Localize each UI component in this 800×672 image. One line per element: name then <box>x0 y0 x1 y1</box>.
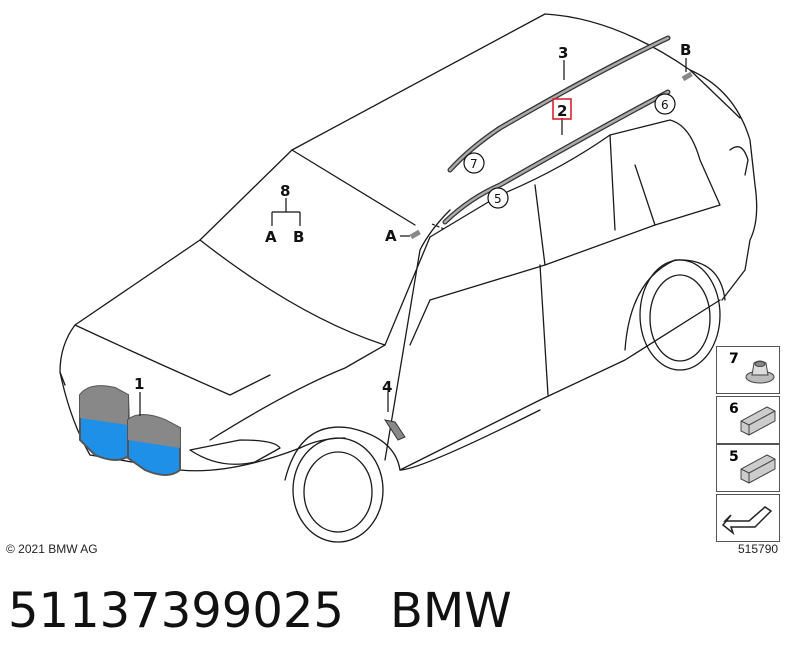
rail-end-cap-b <box>681 71 693 82</box>
front-wheel-arch <box>284 426 401 481</box>
callout-a-windshield: A <box>385 227 397 245</box>
circle-7-label: 7 <box>470 157 478 171</box>
legend-panel-6: 6 <box>716 396 780 444</box>
roof-rail-left <box>447 35 671 173</box>
side-body-outline <box>399 299 721 471</box>
rear-wheel <box>639 259 721 371</box>
circle-6 <box>654 93 676 115</box>
circle-5-label: 5 <box>494 192 502 206</box>
clip-nut-icon <box>745 360 775 384</box>
car-rear-outline <box>689 69 758 301</box>
circle-5 <box>487 187 509 209</box>
bracket-icon <box>740 454 776 484</box>
part-number: 51137399025 <box>8 583 344 639</box>
circle-6-label: 6 <box>661 98 669 112</box>
callout-3: 3 <box>558 44 568 62</box>
arrow-icon <box>721 506 773 536</box>
callout-1: 1 <box>134 375 144 393</box>
legend-number: 5 <box>729 449 739 465</box>
windshield-outline <box>199 149 431 346</box>
hood-outline <box>59 239 201 386</box>
car-roof-outline <box>291 13 741 151</box>
highlight-box-2 <box>552 98 572 120</box>
callout-8-b: B <box>293 228 304 246</box>
kidney-grille <box>79 385 181 476</box>
bracket-icon <box>740 406 776 436</box>
copyright-notice: © 2021 BMW AG <box>6 542 98 556</box>
callout-8: 8 <box>280 182 290 200</box>
parts-diagram: 1 3 2 4 8 A B A B 7 5 6 <box>59 13 758 543</box>
roof-rail-right <box>442 89 671 225</box>
side-trim-part-4 <box>383 419 406 441</box>
caption: 51137399025 BMW <box>8 583 512 639</box>
legend-number: 7 <box>729 351 739 367</box>
legend-panel-7: 7 <box>716 346 780 394</box>
rail-end-cap-a <box>409 229 421 240</box>
callout-2: 2 <box>557 102 567 120</box>
front-wheel <box>292 437 384 543</box>
brand-name: BMW <box>389 583 512 639</box>
figure-number: 515790 <box>738 542 779 556</box>
callout-b-rear: B <box>680 41 691 59</box>
callout-4: 4 <box>382 378 392 396</box>
legend-panel-5: 5 <box>716 444 780 492</box>
circle-7 <box>463 152 485 174</box>
legend-number: 6 <box>729 401 739 417</box>
callout-8-a: A <box>265 228 277 246</box>
legend-panel-arrow <box>716 494 780 542</box>
